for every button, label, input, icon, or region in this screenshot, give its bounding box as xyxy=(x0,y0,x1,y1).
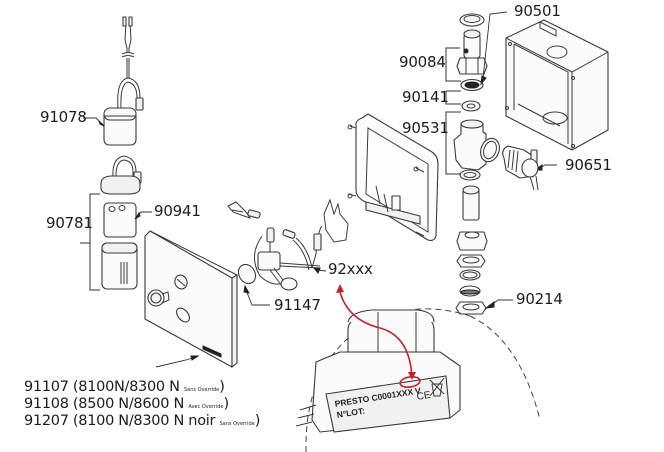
part-junction-box xyxy=(505,19,609,151)
bracket-90141 xyxy=(445,90,461,105)
legend-close: ) xyxy=(254,413,261,429)
leader-90651 xyxy=(539,164,557,169)
part-push-button-plate xyxy=(144,230,238,369)
part-valve-column xyxy=(453,13,500,315)
part-91147-module-cap xyxy=(237,263,257,285)
legend-close: ) xyxy=(219,379,225,395)
arrow-plate xyxy=(190,355,200,361)
arrow-92xxx xyxy=(312,267,321,274)
highlight-code-ring xyxy=(399,376,421,388)
label-91147: 91147 xyxy=(274,296,321,314)
label-90781: 90781 xyxy=(46,214,93,232)
arrow-90501 xyxy=(480,75,487,86)
highlight-arrow-up xyxy=(336,284,344,293)
legend-item-91108: 91108 (8500 N/8600 N Avec Override) xyxy=(24,396,229,415)
label-91078: 91078 xyxy=(40,108,87,126)
legend-note: Sans Override xyxy=(219,421,255,427)
bracket-90781 xyxy=(80,193,100,291)
label-90141: 90141 xyxy=(402,88,449,106)
leader-plate xyxy=(155,356,197,368)
part-92xxx-electronic-module xyxy=(227,198,349,291)
label-90084: 90084 xyxy=(399,53,446,71)
highlight-arrow-line xyxy=(339,291,413,379)
arrow-91147 xyxy=(243,284,250,294)
bracket-90531 xyxy=(445,111,461,175)
legend-text: 91207 (8100 N/8300 N noir xyxy=(24,413,216,429)
part-mounting-frame xyxy=(347,113,439,242)
detail-magnifier xyxy=(295,308,541,452)
legend-item-91207: 91207 (8100 N/8300 N noir Sans Override) xyxy=(24,413,260,432)
label-90214: 90214 xyxy=(516,290,563,308)
label-90531: 90531 xyxy=(402,119,449,137)
label-90501: 90501 xyxy=(514,2,561,20)
label-92xxx: 92xxx xyxy=(328,260,373,278)
legend-note: Avec Override xyxy=(188,404,224,410)
label-90651: 90651 xyxy=(565,156,612,174)
legend-close: ) xyxy=(223,396,229,412)
legend-note: Sans Override xyxy=(184,387,220,393)
ce-mark: CE xyxy=(416,389,432,403)
bracket-90084 xyxy=(445,47,461,82)
arrow-91078 xyxy=(98,120,105,127)
highlight-arrow-down xyxy=(408,372,416,380)
legend-item-91107: 91107 (8100N/8300 N Sans Override) xyxy=(24,379,225,398)
part-91078-battery-pack xyxy=(103,16,144,146)
part-90651-solenoid xyxy=(502,145,539,191)
arrow-90214 xyxy=(484,301,495,309)
arrow-90941 xyxy=(134,211,141,220)
legend-text: 91107 (8100N/8300 N xyxy=(24,379,180,395)
leader-90501 xyxy=(482,11,508,79)
part-90781-battery-housing xyxy=(100,155,142,290)
label-90941: 90941 xyxy=(154,202,201,220)
legend-text: 91108 (8500 N/8600 N xyxy=(24,396,184,412)
leader-91147 xyxy=(245,289,270,306)
